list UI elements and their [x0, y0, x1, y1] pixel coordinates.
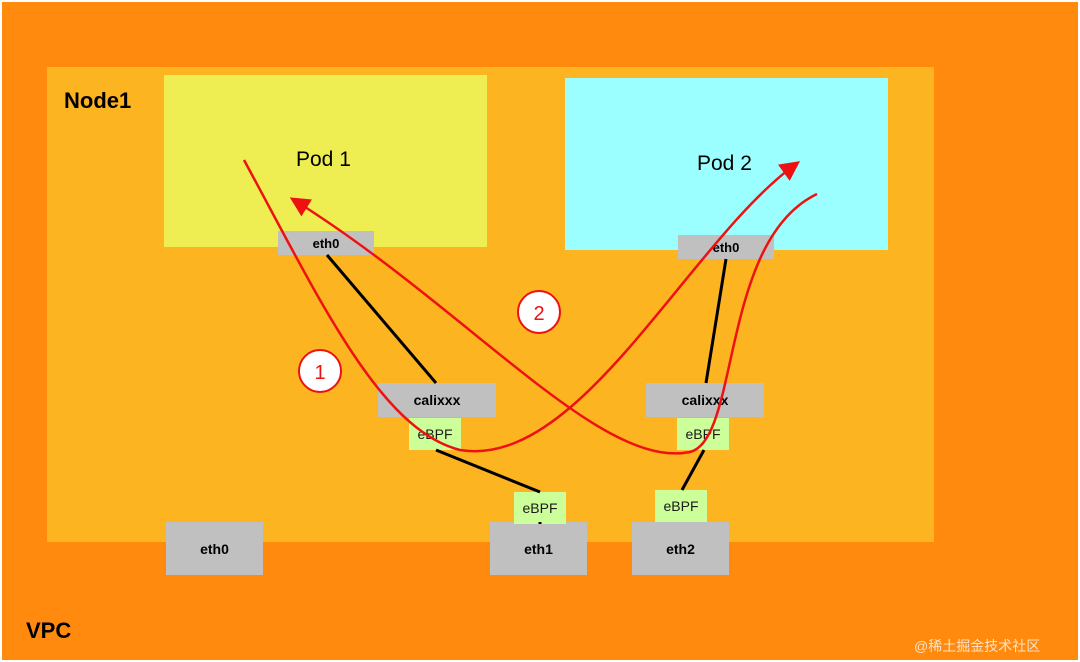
host-eth0: eth0: [166, 522, 263, 575]
ebpf-calixxx-left: eBPF: [409, 418, 461, 450]
marker-2-label: 2: [533, 303, 544, 325]
host-eth2: eth2: [632, 522, 729, 575]
pod2-eth0: eth0: [678, 235, 774, 259]
link-calixxx-eth1: [435, 448, 541, 494]
pod2-label: Pod 2: [697, 152, 752, 175]
marker-1-circle: [298, 349, 342, 393]
host-eth1: eth1: [490, 522, 587, 575]
traffic-path-2: [289, 192, 818, 455]
node1-label: Node1: [64, 88, 132, 113]
link-pod1-calixxx: [325, 254, 438, 384]
calixxx-right: calixxx: [646, 383, 764, 417]
vpc-label: VPC: [26, 618, 72, 643]
marker-2-circle: [517, 290, 561, 334]
ebpf-eth2: eBPF: [655, 490, 707, 522]
marker-1-label: 1: [314, 362, 325, 384]
pod1-label: Pod 1: [296, 148, 351, 171]
watermark: @稀土掘金技术社区: [914, 638, 1041, 654]
traffic-path-1: [242, 159, 801, 453]
pod2-box: [565, 78, 888, 250]
ebpf-eth1: eBPF: [514, 492, 566, 524]
pod1-box: [164, 75, 487, 247]
link-calixxx-eth2: [680, 449, 706, 491]
link-pod2-calixxx: [704, 258, 728, 384]
